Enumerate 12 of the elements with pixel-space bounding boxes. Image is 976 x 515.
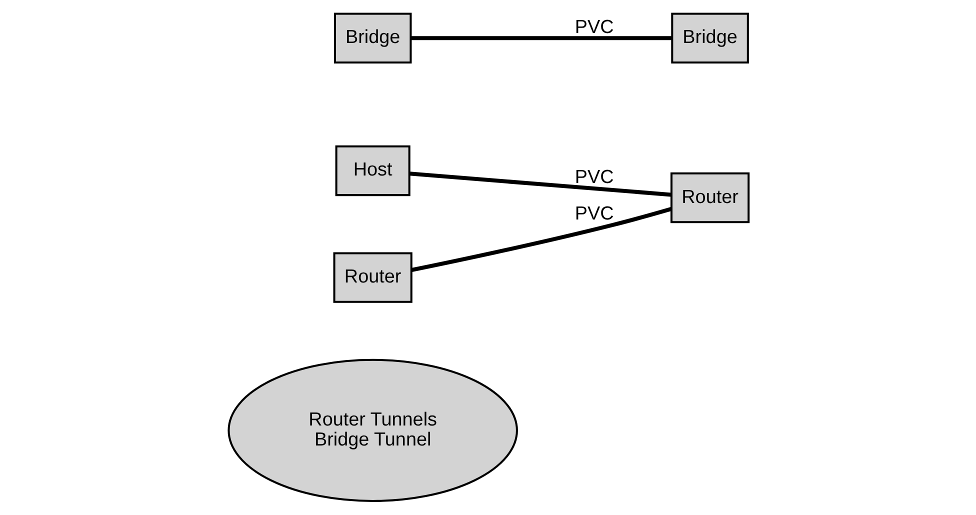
connector (410, 36, 672, 40)
node-box: Router (332, 252, 412, 303)
edge-label: PVC (574, 167, 614, 188)
edge-label: PVC (574, 204, 614, 225)
connector (410, 207, 672, 272)
node-box: Router (670, 172, 750, 224)
connector (409, 172, 671, 197)
node-box: Bridge (333, 12, 412, 64)
node-ellipse: Router Tunnels Bridge Tunnel (227, 358, 518, 502)
edge-label: PVC (574, 17, 614, 38)
node-box: Host (334, 145, 410, 196)
node-box: Bridge (670, 12, 748, 64)
